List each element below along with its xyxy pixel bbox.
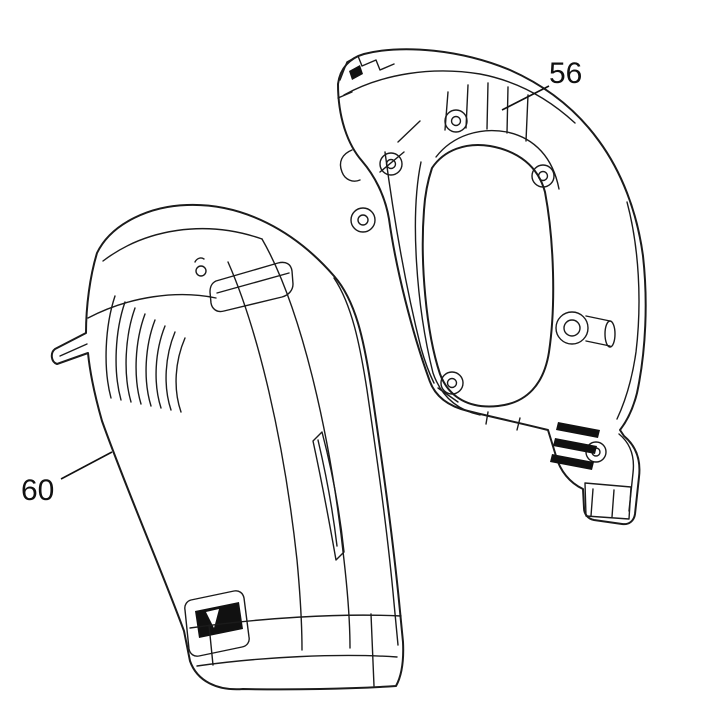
right-housing-right-rim: [616, 201, 640, 420]
top-flange: [337, 55, 395, 182]
opening-rim-left: [414, 161, 481, 416]
vent-line: [125, 307, 136, 403]
screw-bosses: [350, 109, 607, 463]
dark-stripe: [550, 454, 594, 470]
badge-logo-mark: [206, 609, 219, 628]
dark-stripe: [556, 422, 600, 438]
right-housing-top-band: [343, 70, 576, 124]
vent-line: [165, 331, 176, 411]
base-tick-right: [370, 613, 375, 687]
slider-inner-line: [216, 272, 290, 294]
left-housing-silhouette: [50, 203, 405, 691]
step-line: [516, 417, 521, 431]
rib-line: [397, 120, 421, 143]
rib-line: [379, 151, 405, 173]
callouts: 56 60: [21, 57, 582, 507]
connector-outline: [584, 482, 632, 520]
cylinder-outer: [555, 311, 589, 345]
pin-stem: [194, 257, 205, 263]
left-housing-front-contour: [261, 238, 351, 649]
base-mid-line: [196, 654, 398, 667]
vent-line: [175, 337, 186, 413]
cylinder-stub-end: [604, 320, 616, 348]
flange-step: [337, 91, 353, 99]
screw-boss-hole: [385, 158, 397, 170]
left-housing-shoulder-line: [87, 293, 217, 319]
trigger-slot-outline: [312, 431, 345, 561]
vent-line: [145, 319, 156, 407]
pin-detail: [195, 265, 207, 277]
housing-half-left: [50, 203, 405, 691]
screw-boss: [379, 152, 403, 176]
inner-wall-line: [384, 151, 435, 384]
left-housing-tab-line: [59, 343, 88, 357]
rib-lines: [379, 82, 529, 173]
housing-half-right: [337, 48, 647, 526]
dark-stripe: [553, 438, 597, 454]
rib-line: [486, 82, 489, 130]
step-line: [437, 387, 459, 403]
flange-dark-notch: [349, 65, 363, 80]
flange-zigzag: [339, 55, 395, 81]
cylinder-inner: [563, 319, 581, 337]
vent-line: [105, 295, 116, 399]
screw-boss-hole: [446, 377, 458, 389]
badge-logo-band: [195, 602, 243, 638]
vent-line: [135, 313, 146, 405]
part-label-60: 60: [21, 474, 54, 507]
right-housing-silhouette: [337, 48, 647, 526]
screw-boss: [531, 164, 555, 188]
part-label-56: 56: [549, 57, 582, 90]
badge-outline: [184, 590, 250, 657]
housing-base: [189, 613, 402, 687]
screw-boss: [440, 371, 464, 395]
base-top-line: [189, 614, 402, 629]
leader-line-60: [60, 451, 113, 480]
side-cylinder-boss: [555, 311, 616, 348]
step-line: [485, 411, 489, 425]
rib-line: [506, 86, 509, 134]
screw-boss-hole: [537, 170, 549, 182]
left-housing-top-ridge: [102, 227, 263, 262]
nameplate-badge: [184, 590, 250, 657]
connector-rib: [590, 488, 594, 517]
left-housing-parting-rim: [333, 277, 399, 646]
screw-boss-hole: [450, 115, 462, 127]
connector-rib: [611, 489, 615, 518]
screw-boss-hole: [357, 214, 369, 226]
vent-line: [155, 325, 166, 409]
base-tick-left: [208, 624, 214, 666]
right-housing-bulge-rim: [618, 433, 635, 512]
leader-line-56: [501, 85, 550, 111]
trigger-slot: [312, 431, 345, 561]
edge-hook: [339, 149, 361, 182]
screw-boss: [444, 109, 468, 133]
left-housing-secondary-contour: [227, 261, 303, 651]
slider-outline: [209, 261, 294, 313]
vent-line: [115, 301, 126, 401]
screw-boss: [350, 207, 376, 233]
trigger-slot-inner: [317, 439, 338, 547]
cylinder-stub-top: [585, 315, 611, 322]
central-opening: [421, 144, 555, 408]
rib-line: [525, 94, 529, 142]
top-slider: [194, 257, 294, 313]
label-stripes: [550, 422, 600, 470]
bottom-connector: [584, 482, 632, 520]
cylinder-stub-bottom: [585, 340, 611, 347]
vent-grille: [105, 295, 186, 413]
